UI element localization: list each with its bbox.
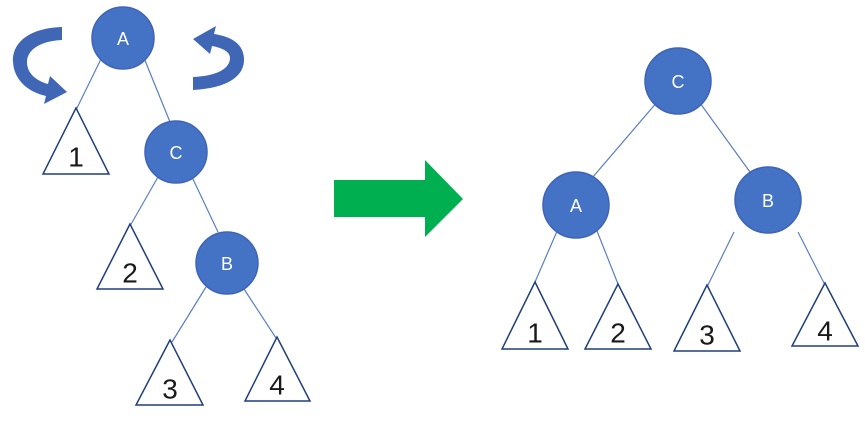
subtree-4-after: 4 xyxy=(790,281,860,347)
node-c: C xyxy=(144,120,208,184)
node-b-after-label: B xyxy=(762,191,774,211)
node-c-after-label: C xyxy=(672,72,685,92)
before-tree: 1 2 3 4 A C B xyxy=(12,6,312,406)
subtree-3-after-label: 3 xyxy=(699,320,715,351)
edge-a-s2-after xyxy=(596,230,619,285)
node-a: A xyxy=(91,6,155,70)
edge-a-s1 xyxy=(75,56,103,111)
curved-arrow-counterclockwise-icon xyxy=(12,27,67,104)
subtree-3: 3 xyxy=(134,338,205,406)
subtree-1: 1 xyxy=(41,106,111,175)
subtree-2: 2 xyxy=(95,222,165,290)
node-a-label: A xyxy=(117,29,129,49)
subtree-3-after: 3 xyxy=(672,283,742,352)
node-b: B xyxy=(195,231,259,295)
node-a-after: A xyxy=(542,171,610,239)
right-arrow-icon xyxy=(334,160,463,237)
edge-a-c xyxy=(143,57,171,123)
subtree-2-label: 2 xyxy=(122,258,138,289)
edge-c-b-after xyxy=(699,102,751,173)
edge-c-b xyxy=(191,176,219,233)
subtree-4-label: 4 xyxy=(269,370,285,401)
subtree-3-label: 3 xyxy=(162,374,178,405)
subtree-2-after: 2 xyxy=(583,282,653,350)
edge-c-a xyxy=(591,100,659,179)
edge-b-s3-after xyxy=(706,231,735,288)
after-tree: 1 2 3 4 C A B xyxy=(500,47,860,352)
edge-b-s4-after xyxy=(797,231,826,286)
node-b-label: B xyxy=(221,254,233,274)
edge-b-s3 xyxy=(171,286,207,343)
node-c-after: C xyxy=(644,47,712,115)
subtree-4-after-label: 4 xyxy=(817,316,833,347)
subtree-1-after-label: 1 xyxy=(527,318,543,349)
node-c-label: C xyxy=(170,143,183,163)
subtree-1-after: 1 xyxy=(500,280,570,350)
subtree-2-after-label: 2 xyxy=(610,318,626,349)
subtree-1-label: 1 xyxy=(68,142,84,173)
subtree-4: 4 xyxy=(243,335,312,402)
edge-a-s1-after xyxy=(534,228,559,283)
edge-c-s2 xyxy=(129,176,159,227)
node-b-after: B xyxy=(734,166,802,234)
node-a-after-label: A xyxy=(570,196,582,216)
curved-arrow-clockwise-icon xyxy=(193,26,245,90)
edge-b-s4 xyxy=(243,288,277,339)
